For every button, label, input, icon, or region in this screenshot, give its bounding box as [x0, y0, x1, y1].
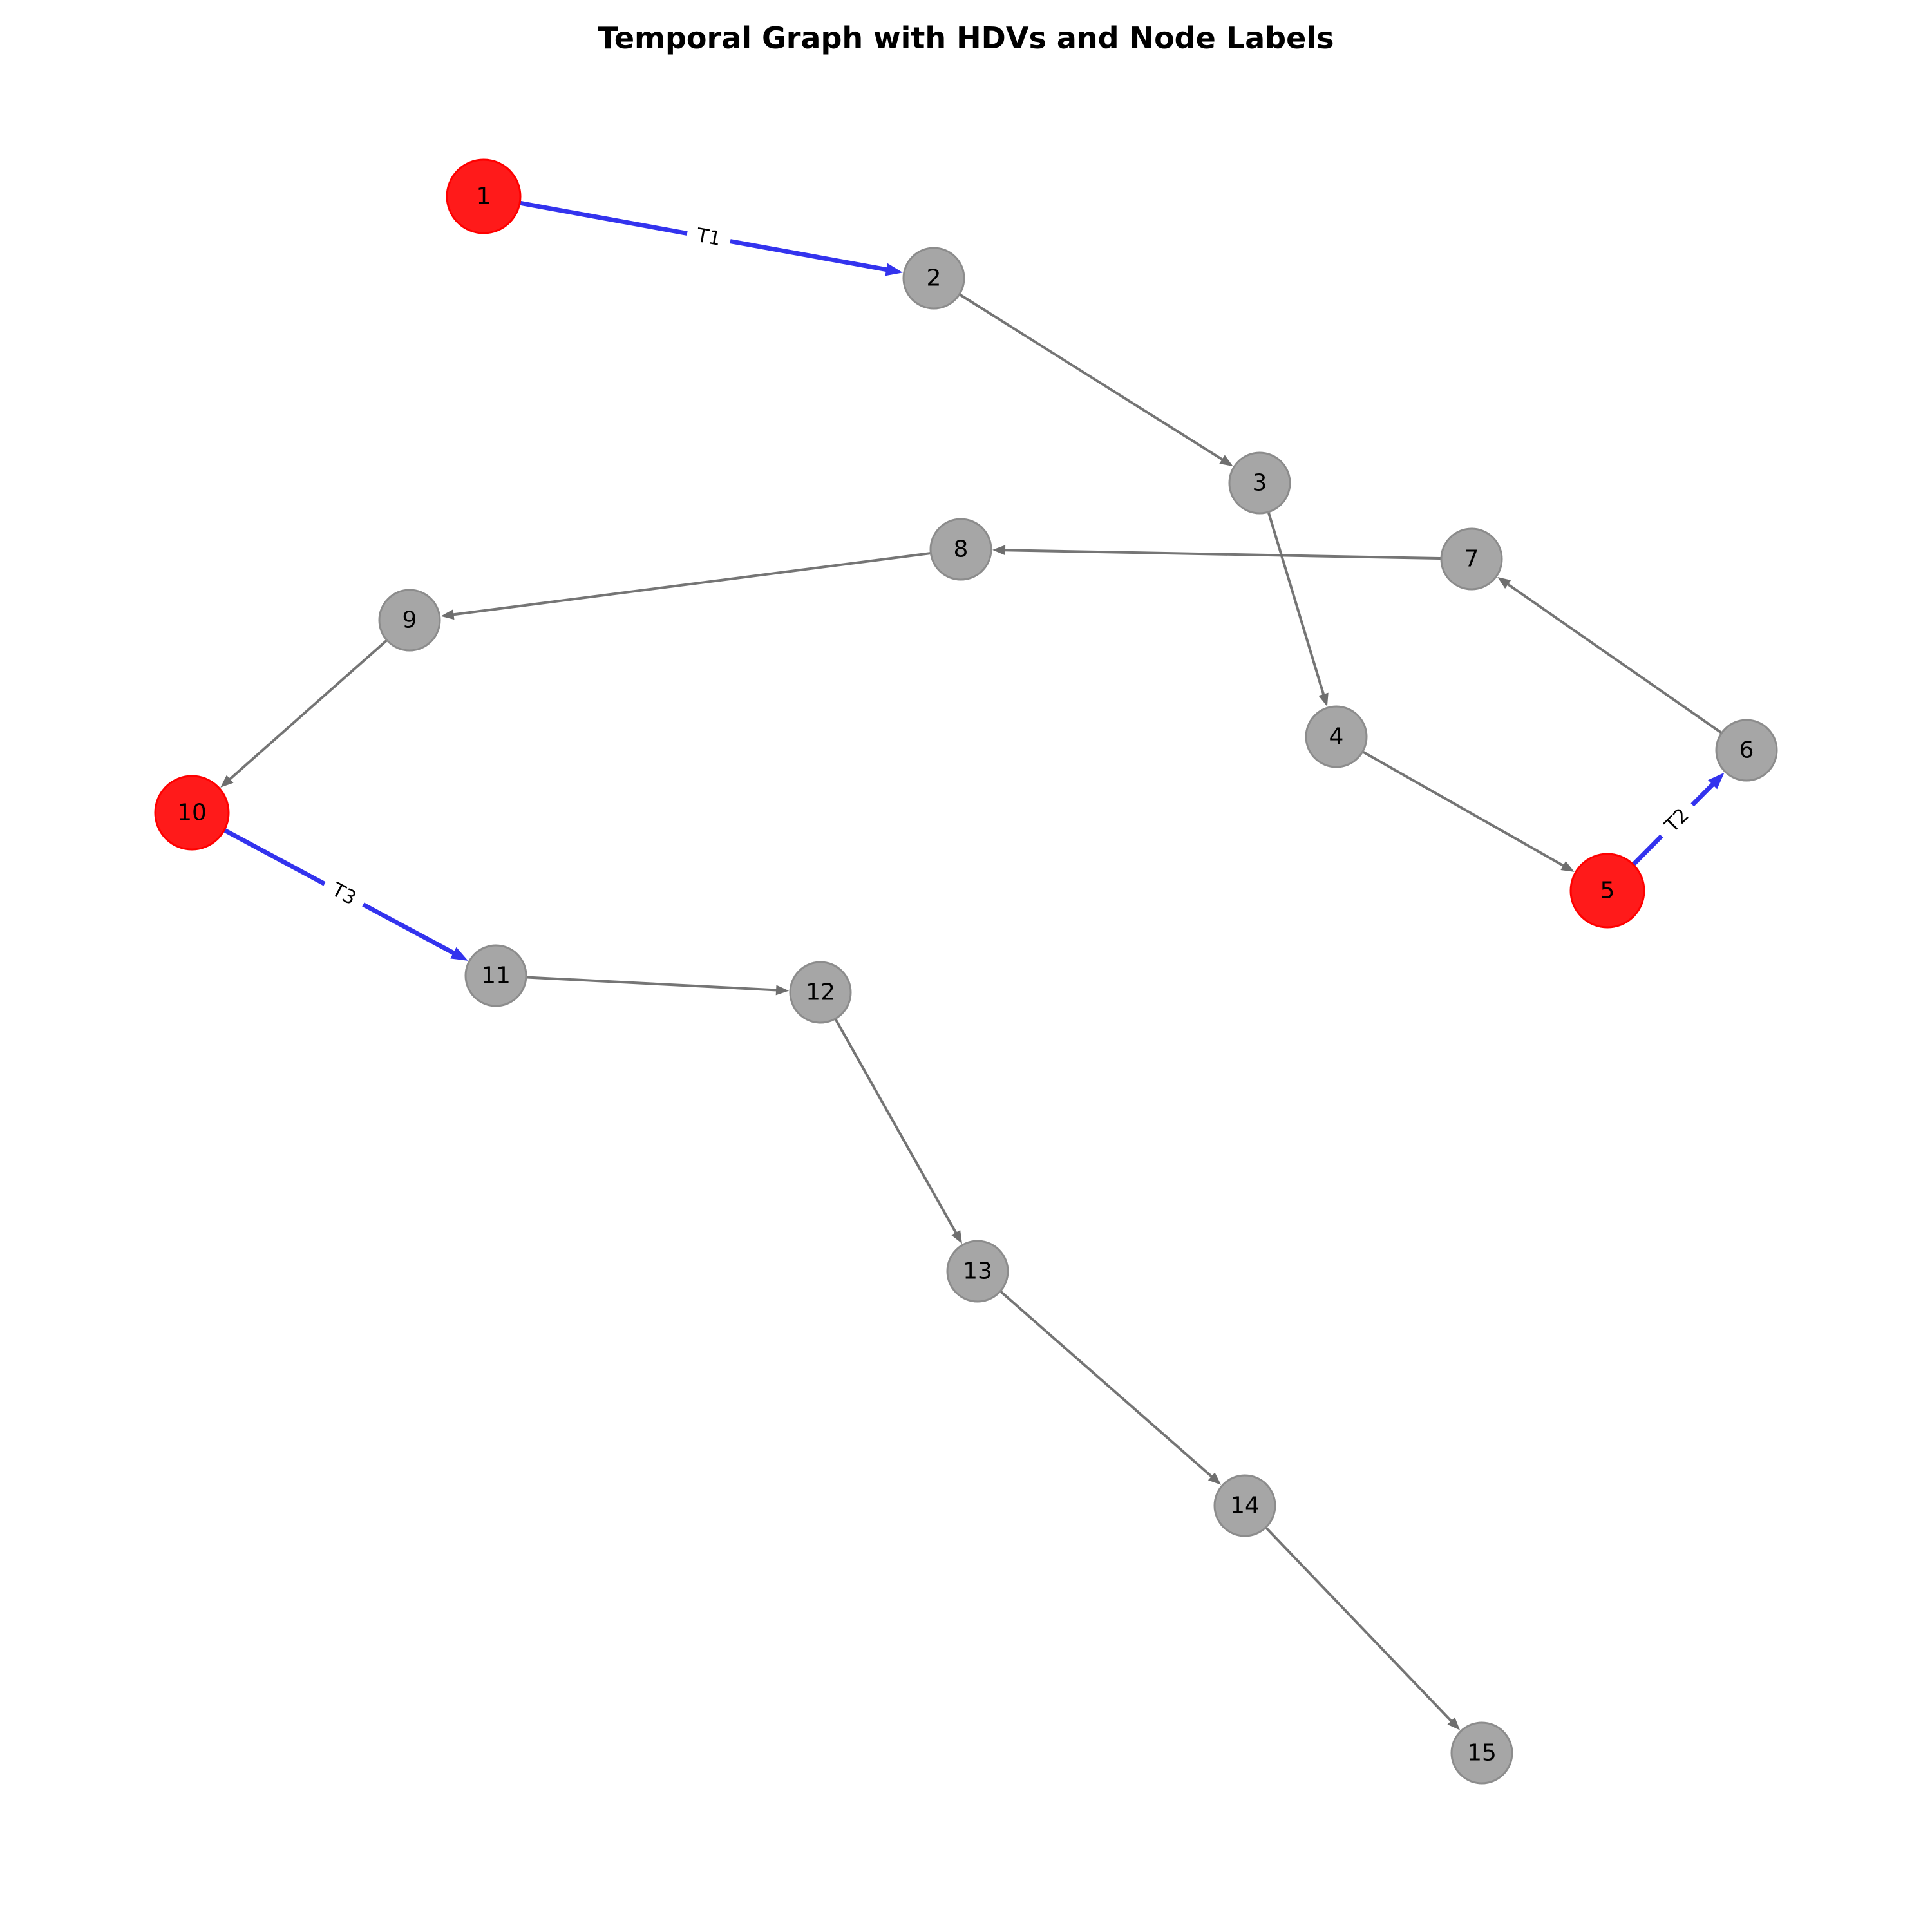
edge-2-3: [956, 291, 1233, 466]
edge-label-background: [1651, 795, 1703, 846]
hdv-node-5: 5: [1569, 853, 1645, 929]
edge-line: [1262, 1524, 1454, 1723]
edge-4-5: [1359, 749, 1575, 872]
node-4: 4: [1305, 705, 1368, 768]
node-9: 9: [378, 589, 441, 652]
edge-label-background: [317, 871, 370, 917]
edge-11-12: [522, 976, 790, 996]
edge-line: [1002, 549, 1446, 560]
node-circle: [1569, 853, 1645, 929]
edge-line: [956, 291, 1225, 462]
edge-14-15: [1262, 1524, 1461, 1730]
edge-arrowhead: [1447, 1717, 1461, 1730]
edge-line: [997, 1288, 1214, 1479]
edge-arrowhead: [775, 985, 790, 996]
node-circle: [1715, 719, 1778, 782]
edge-label-text: T1: [694, 224, 723, 251]
node-3: 3: [1228, 451, 1291, 515]
node-15: 15: [1450, 1721, 1513, 1785]
node-2: 2: [902, 247, 965, 310]
node-label: 13: [963, 1258, 992, 1285]
node-14: 14: [1213, 1474, 1276, 1537]
edge-arrowhead: [450, 947, 468, 961]
edge-8-9: [440, 551, 935, 620]
node-label: 3: [1253, 470, 1267, 497]
edge-arrowhead: [1560, 861, 1575, 872]
edge-line: [1506, 582, 1725, 736]
hdv-node-1: 1: [446, 158, 522, 234]
edge-6-7: [1497, 576, 1725, 736]
edge-13-14: [997, 1288, 1222, 1485]
node-label: 10: [177, 800, 207, 826]
node-circle: [1228, 451, 1291, 515]
node-circle: [929, 518, 992, 581]
edge-label-T1: T1: [685, 219, 733, 256]
node-circle: [154, 775, 230, 851]
edge-arrowhead: [1219, 455, 1233, 466]
node-circle: [446, 158, 522, 234]
edge-9-10: [220, 637, 390, 788]
node-circle: [902, 247, 965, 310]
node-label: 6: [1739, 737, 1754, 764]
node-circle: [1450, 1721, 1513, 1785]
edge-label-T3: T3: [317, 871, 370, 917]
edge-arrowhead: [1497, 576, 1511, 589]
edge-arrowhead: [885, 263, 903, 276]
edge-7-8: [992, 545, 1446, 560]
edge-line: [227, 637, 390, 781]
node-label: 4: [1329, 724, 1344, 750]
node-6: 6: [1715, 719, 1778, 782]
node-label: 5: [1600, 878, 1615, 904]
edge-line: [833, 1015, 958, 1235]
edge-arrowhead: [440, 609, 455, 620]
node-label: 15: [1467, 1740, 1497, 1766]
node-label: 9: [402, 607, 417, 634]
edge-arrowhead: [951, 1229, 962, 1244]
edge-arrowhead: [1708, 772, 1725, 790]
node-13: 13: [946, 1240, 1009, 1303]
node-circle: [789, 961, 852, 1024]
node-label: 2: [927, 265, 942, 292]
edges-layer: [220, 200, 1725, 1730]
edge-12-13: [833, 1015, 962, 1244]
node-circle: [946, 1240, 1009, 1303]
edge-line: [451, 551, 935, 616]
node-label: 14: [1230, 1493, 1260, 1519]
node-label: 12: [806, 980, 835, 1006]
node-8: 8: [929, 518, 992, 581]
edge-line: [522, 976, 779, 992]
edge-line: [1359, 749, 1566, 867]
node-circle: [464, 944, 527, 1007]
node-label: 7: [1464, 546, 1479, 573]
node-11: 11: [464, 944, 527, 1007]
node-label: 1: [477, 184, 491, 210]
node-circle: [1440, 527, 1503, 591]
edge-line: [1266, 508, 1325, 697]
node-circle: [1213, 1474, 1276, 1537]
node-circle: [1305, 705, 1368, 768]
node-circle: [378, 589, 441, 652]
edge-arrowhead: [1318, 692, 1329, 707]
node-label: 8: [954, 536, 969, 563]
edge-label-background: [685, 219, 733, 256]
node-7: 7: [1440, 527, 1503, 591]
edge-arrowhead: [1208, 1472, 1222, 1485]
node-label: 11: [481, 963, 511, 989]
hdv-node-10: 10: [154, 775, 230, 851]
graph-title: Temporal Graph with HDVs and Node Labels: [598, 21, 1334, 55]
edge-arrowhead: [992, 545, 1006, 556]
edge-arrowhead: [220, 775, 234, 788]
edge-3-4: [1266, 508, 1329, 707]
node-12: 12: [789, 961, 852, 1024]
